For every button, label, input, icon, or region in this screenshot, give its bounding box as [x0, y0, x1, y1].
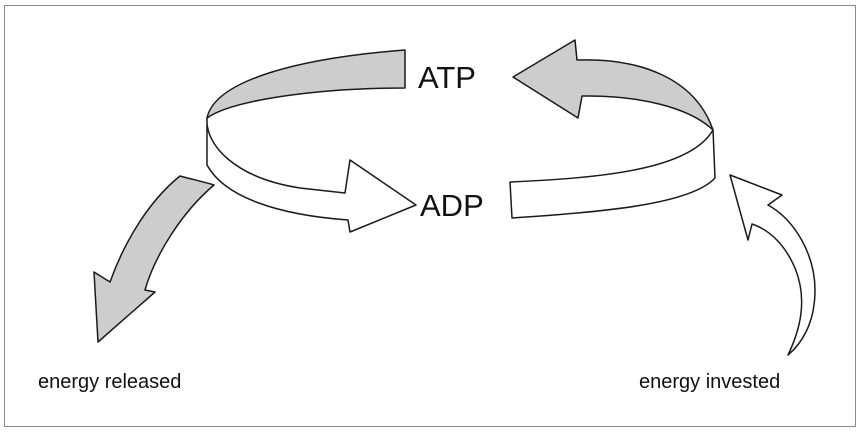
curved-arrow-down-icon	[93, 175, 215, 343]
adp-label: ADP	[420, 188, 484, 223]
atp-label: ATP	[418, 60, 476, 95]
energy-released-label: energy released	[38, 371, 181, 393]
curved-arrow-left-icon	[512, 39, 714, 131]
curved-arrow-right-icon	[206, 117, 417, 233]
energy-invested-label: energy invested	[639, 371, 780, 393]
curved-arrow-up-icon	[729, 174, 816, 356]
cycle-band-right-front-face	[509, 129, 716, 219]
cycle-band-left-top-face	[206, 49, 406, 119]
